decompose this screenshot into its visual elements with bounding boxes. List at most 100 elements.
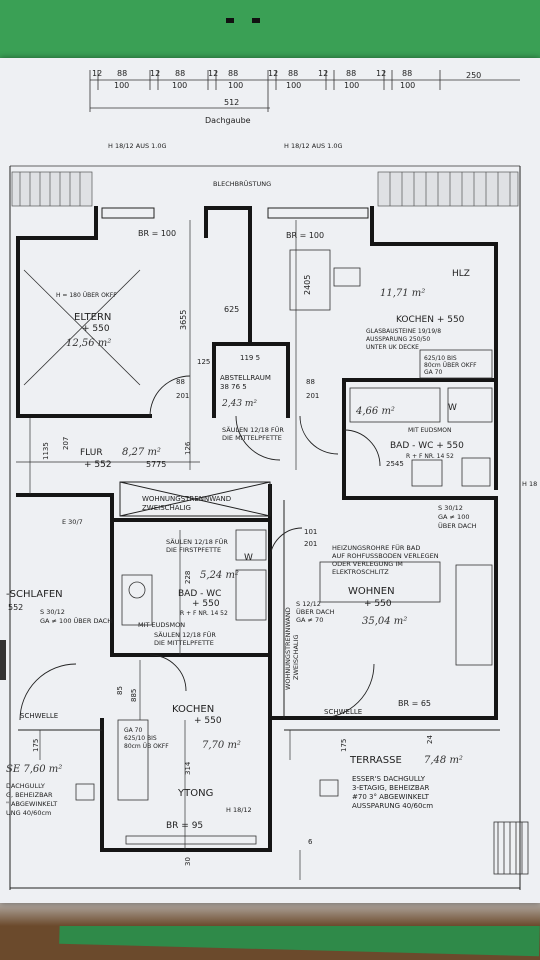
h-note-left: H 18/12 AUS 1.0G [108,142,167,150]
dim-30: 30 [184,857,192,866]
dim-label: 88 [117,69,127,78]
s3012-left: S 30/12 [40,608,65,616]
room-labels: BR = 100 BR = 100 HLZ H = 180 ÜBER OKFF … [6,229,537,866]
kochen2-label: KOCHEN [172,704,214,715]
dim-label: 12 [376,69,386,78]
dim-201: 201 [306,392,319,400]
dim-label: 100 [114,81,129,90]
s3012-right: S 30/12 [438,504,463,512]
schwelle-right: SCHWELLE [324,708,362,716]
e307-label: E 30/7 [62,518,83,526]
dim-201: 201 [176,392,189,400]
dim-label: 100 [228,81,243,90]
br95-label: BR = 95 [166,821,203,831]
bad1-note: R + F NR. 14 52 [406,453,454,460]
abstellraum-area: 2,43 m² [221,399,257,409]
wc-mark: W [244,553,253,563]
terrasse-label: TERRASSE [349,755,402,766]
bad2-note: R + F NR. 14 52 [180,610,228,617]
bad1-area: 4,66 m² [355,406,395,417]
kochen1-note: 625/10 BIS [424,355,457,362]
door-swings [19,375,381,721]
dim-625: 625 [224,305,239,314]
dim-label: 12 [208,69,218,78]
roof-hatching [11,171,519,207]
saeulen-note: DIE MITTELPFETTE [222,434,282,442]
bad2-level: + 550 [192,599,220,609]
dachgully-note: UNG 40/60cm [6,809,51,817]
eltern-level: + 550 [82,324,110,334]
zweischalig-label-2: ZWEISCHALIG [292,635,300,680]
heizung-note: HEIZUNGSROHRE FÜR BAD [332,543,420,552]
dim-label: 100 [400,81,415,90]
dim-207: 207 [62,437,70,450]
dim-label: 12 [150,69,160,78]
dim-label: 88 [346,69,356,78]
dachgaube-dimension: 512 [224,98,239,107]
abstellraum-dims: 38 76 5 [220,383,247,391]
abstellraum-label: ABSTELLRAUM [220,374,271,382]
dim-label: 12 [92,69,102,78]
dim-1135: 1135 [42,442,50,460]
kochen1-note: 80cm ÜBER OKFF [424,362,477,369]
clip-mark-left [226,18,234,23]
ueber-dach-right: ÜBER DACH [438,521,477,530]
flur-area: 8,27 m² [122,447,161,458]
dim-6: 6 [308,838,313,846]
dim-126: 126 [184,441,192,455]
bad1-label: BAD - WC + 550 [390,441,464,451]
kochen2-area: 7,70 m² [202,740,241,751]
kochen1-note: AUSSPARUNG 250/50 [366,336,430,343]
dim-125: 125 [197,358,210,366]
ueber-dach-mid: ÜBER DACH [296,607,335,616]
wohnen-level: + 550 [364,599,392,609]
inner-dimension-lines [16,220,301,880]
dim-label: 88 [228,69,238,78]
bad2-label: BAD - WC [178,589,221,599]
dim-label: 250 [466,71,481,80]
punch-mark [0,640,6,680]
dim-5775: 5775 [146,460,166,469]
saeulen-note: SÄULEN 12/18 FÜR [222,425,284,434]
terrasse-area: 7,48 m² [424,755,463,766]
dachgully-note: " ABGEWINKELT [6,800,57,808]
dim-label: 100 [286,81,301,90]
dim-label: 12 [268,69,278,78]
dim-3655: 3655 [179,310,188,330]
br65-label: BR = 65 [398,699,431,708]
esser-note: 3-ETAGIG, BEHEIZBAR [352,784,430,792]
h1812-bottom: H 18/12 [226,806,252,814]
thin-walls [9,166,521,890]
schwelle-left: SCHWELLE [20,712,58,720]
ga100-right: GA ≠ 100 [438,513,469,521]
dim-88: 88 [176,378,185,386]
header-notes: H 18/12 AUS 1.0G H 18/12 AUS 1.0G BLECHB… [108,142,343,188]
dim-label: 88 [402,69,412,78]
dim-175-right: 175 [340,739,348,752]
dim-1195: 119 5 [240,354,260,362]
eltern-label: ELTERN [74,312,111,323]
kochen1-label: KOCHEN + 550 [396,315,465,325]
schlafen-label: -SCHLAFEN [6,589,63,600]
wc-mark: W [448,403,457,413]
h18-right: H 18 [522,480,537,488]
kochen1-area: 11,71 m² [380,288,425,299]
dim-2405: 2405 [303,275,312,295]
ga70-mid: GA ≠ 70 [296,616,323,624]
dim-85: 85 [116,686,124,695]
kochen1-note: GA 70 [424,369,442,376]
saeulen-note: SÄULEN 12/18 FÜR [154,630,216,639]
esser-note: ESSER'S DACHGULLY [352,775,426,783]
hlz-label: HLZ [452,269,470,279]
mit-eudsmon: MIT EUDSMON [408,427,452,434]
kochen2-note: 625/10 BIS [124,735,157,742]
dim-label: 88 [288,69,298,78]
saeulen-note: DIE MITTELPFETTE [154,639,214,647]
heizung-note: AUF ROHFUSSBODEN VERLEGEN [332,552,439,560]
dim-label: 100 [344,81,359,90]
fixtures [23,249,529,875]
saeulen-note: SÄULEN 12/18 FÜR [166,537,228,546]
heizung-note: ELEKTROSCHLITZ [332,568,389,576]
dim-24: 24 [426,735,434,744]
